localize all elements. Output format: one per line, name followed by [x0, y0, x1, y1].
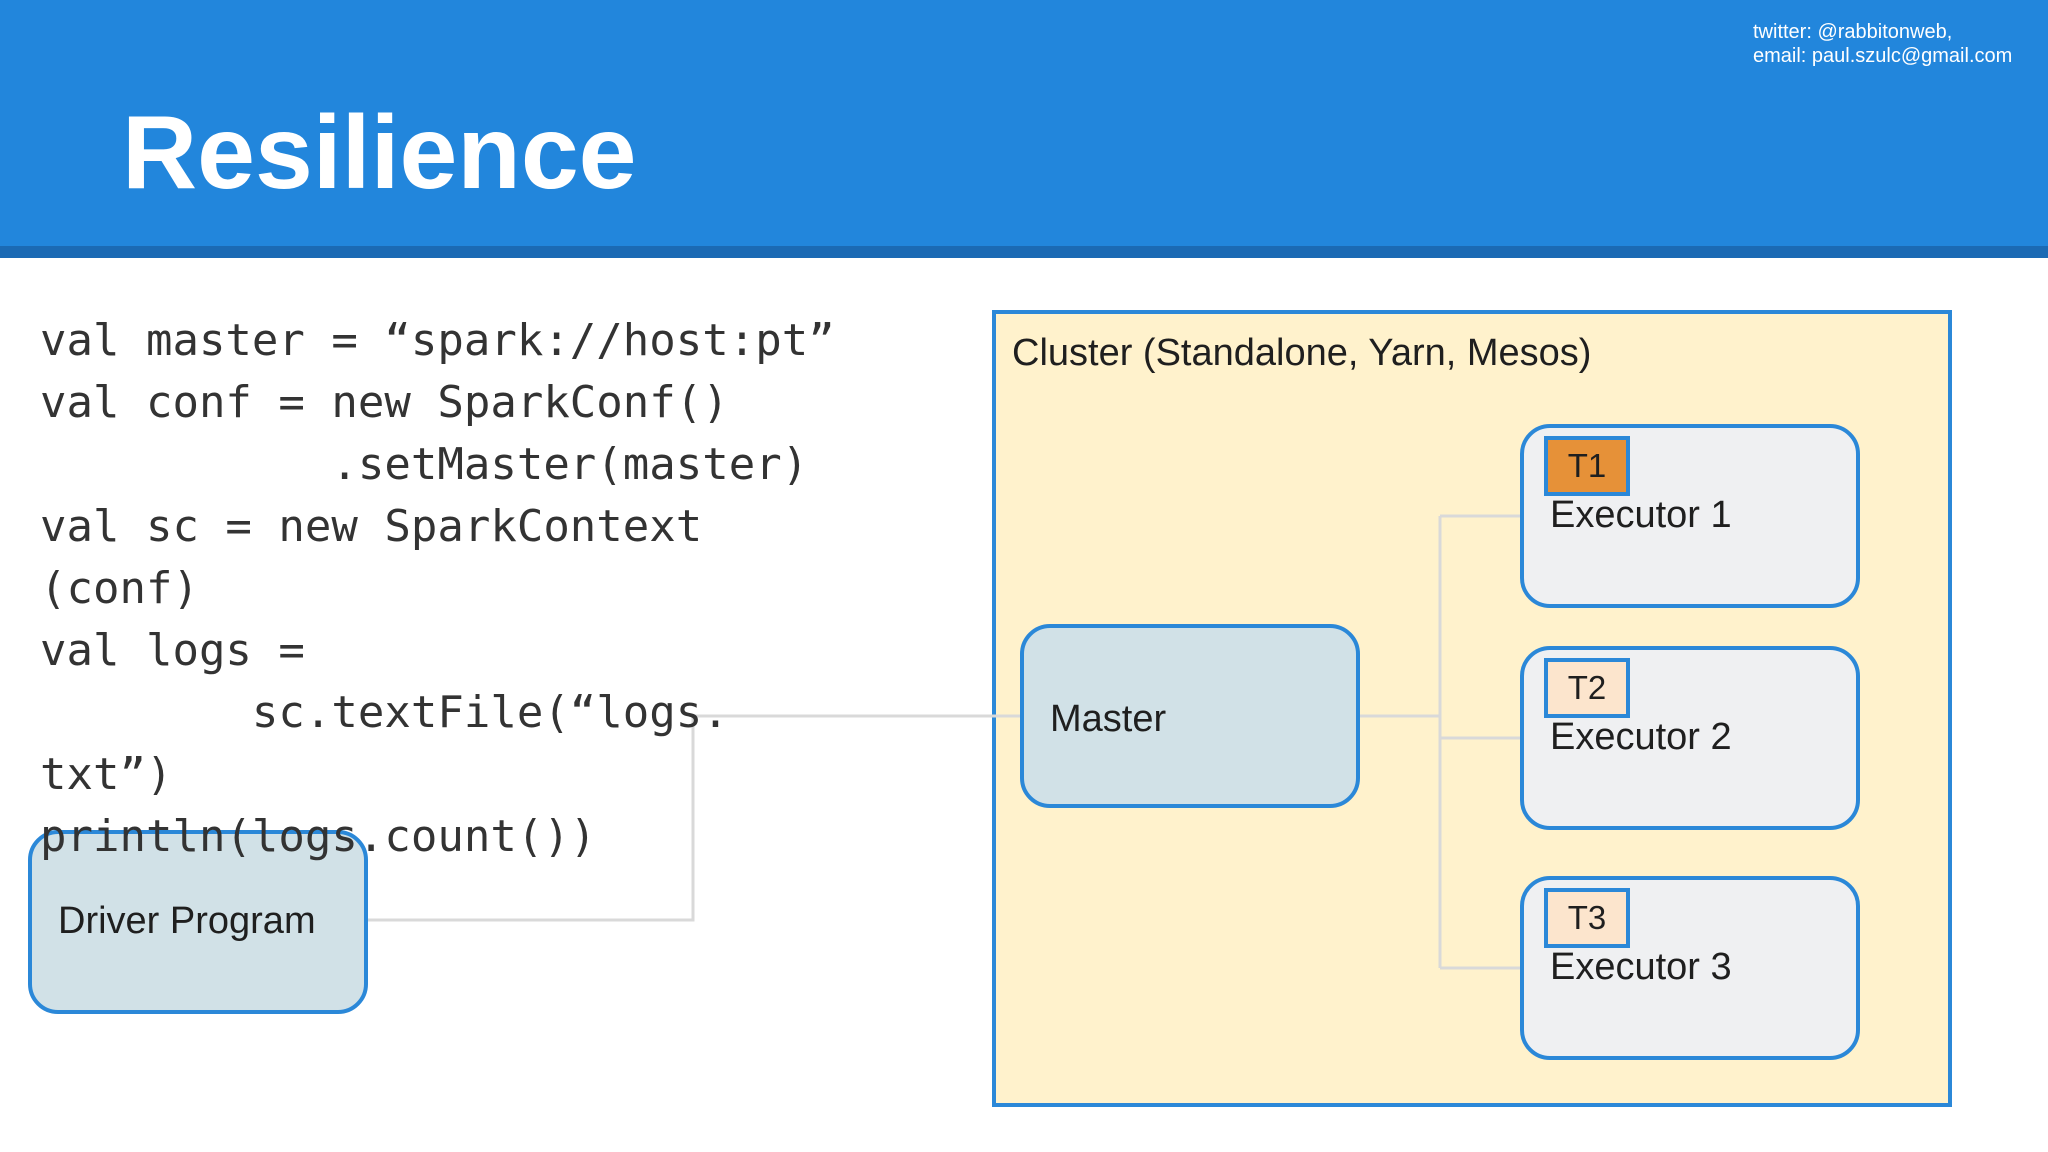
cluster-label: Cluster (Standalone, Yarn, Mesos) [1012, 332, 1592, 374]
executor-3-node: T3 Executor 3 [1520, 876, 1860, 1060]
driver-program-label: Driver Program [58, 900, 316, 942]
master-label: Master [1050, 698, 1167, 740]
code-line: sc.textFile(“logs. [40, 687, 729, 738]
master-node: Master [1020, 624, 1360, 808]
code-block: val master = “spark://host:pt” val conf … [40, 310, 835, 868]
code-line: (conf) [40, 563, 199, 614]
executor-3-label: Executor 3 [1550, 946, 1732, 988]
code-line: .setMaster(master) [40, 439, 809, 490]
code-line: println(logs.count()) [40, 811, 597, 862]
code-line: val logs = [40, 625, 305, 676]
header-divider [0, 246, 2048, 258]
contact-email: email: paul.szulc@gmail.com [1753, 45, 2013, 67]
executor-2-label: Executor 2 [1550, 716, 1732, 758]
task-t3-badge: T3 [1544, 888, 1630, 948]
task-t1-badge: T1 [1544, 436, 1630, 496]
contact-info: twitter: @rabbitonweb, email: paul.szulc… [1753, 20, 2012, 68]
header-bar [0, 0, 2048, 246]
code-line: val sc = new SparkContext [40, 501, 703, 552]
code-line: val conf = new SparkConf() [40, 377, 729, 428]
executor-1-node: T1 Executor 1 [1520, 424, 1860, 608]
driver-program-node: Driver Program [28, 830, 368, 1014]
task-t2-badge: T2 [1544, 658, 1630, 718]
code-line: val master = “spark://host:pt” [40, 315, 835, 366]
code-line: txt”) [40, 749, 173, 800]
contact-twitter: twitter: @rabbitonweb, [1753, 21, 1953, 43]
executor-1-label: Executor 1 [1550, 494, 1732, 536]
slide-title: Resilience [122, 95, 637, 211]
executor-2-node: T2 Executor 2 [1520, 646, 1860, 830]
